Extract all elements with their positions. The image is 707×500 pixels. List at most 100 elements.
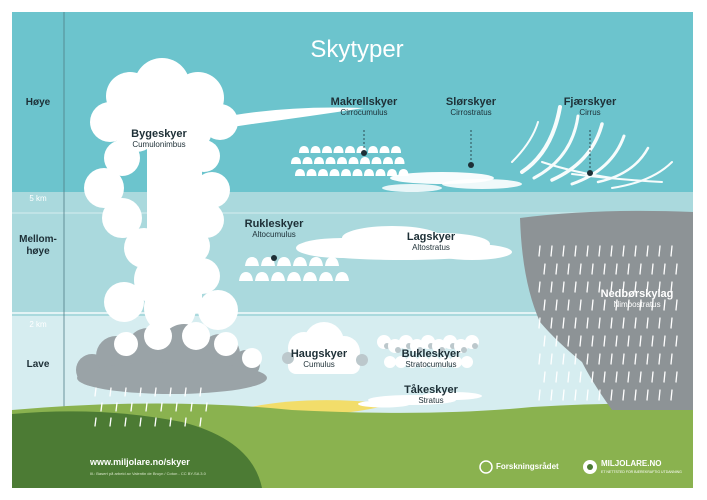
rain-streak (562, 281, 565, 293)
cirrocumulus-puff (318, 169, 328, 176)
altocumulus-puff (245, 257, 259, 266)
rain-streak (658, 245, 661, 257)
rain-streak (615, 335, 618, 347)
rain-streak (622, 317, 625, 329)
rain-streak (124, 417, 127, 427)
rain-streak (567, 371, 570, 383)
rain-streak (663, 335, 666, 347)
rain-streak (646, 245, 649, 257)
rain-streak (555, 335, 558, 347)
footer-credit: Ill.: Basert på arbeid av Valentin de Br… (90, 471, 206, 476)
cirrocumulus-puff (391, 146, 401, 153)
rain-streak (591, 335, 594, 347)
rain-streak (579, 299, 582, 311)
rain-streak (574, 317, 577, 329)
label-nimbostratus: Nedbørskylag Nimbostratus (600, 288, 674, 309)
cumulonimbus-cloud (84, 58, 364, 334)
cirrocumulus-puff (322, 146, 332, 153)
rain-streak (627, 371, 630, 383)
rain-streak (670, 281, 673, 293)
stratocumulus-puff (439, 356, 451, 368)
rain-streak (651, 335, 654, 347)
altocumulus-puff (277, 257, 291, 266)
label-altostratus: Lagskyer Altostratus (406, 231, 456, 252)
altocumulus-puff (239, 272, 253, 281)
stratocumulus-shade (472, 343, 478, 349)
rain-streak (555, 299, 558, 311)
rain-streak (615, 371, 618, 383)
rain-streak (574, 245, 577, 257)
rain-streak (675, 299, 678, 311)
cirrocumulus-puff (352, 169, 363, 176)
altocumulus-puff (287, 272, 301, 281)
rain-streak (538, 317, 541, 329)
rain-streak (670, 389, 673, 401)
rain-streak (646, 317, 649, 329)
cirrocumulus-puff (387, 169, 397, 176)
rain-streak (639, 299, 642, 311)
cirrostratus-cloud (382, 172, 522, 192)
rain-streak (603, 263, 606, 275)
altocumulus-puff (293, 257, 307, 266)
rain-streak (543, 335, 546, 347)
rain-streak (639, 263, 642, 275)
label-cirrocumulus: Makrellskyer Cirrocumulus (330, 96, 398, 117)
rain-streak (538, 281, 541, 293)
cloud-types-poster: Skytyper Høye 5 km Mellom- høye 2 km Lav… (12, 12, 693, 488)
stratocumulus-puff (461, 356, 473, 368)
rain-streak (610, 353, 613, 365)
rain-streak (651, 299, 654, 311)
rain-streak (639, 335, 642, 347)
cirrocumulus-puff (394, 157, 405, 164)
rain-streak (675, 371, 678, 383)
rain-streak (670, 317, 673, 329)
rain-streak (646, 353, 649, 365)
rain-streak (579, 263, 582, 275)
rain-streak (567, 263, 570, 275)
cirrocumulus-puff (379, 146, 390, 153)
cirrocumulus-puff (299, 146, 309, 153)
rain-streak (663, 299, 666, 311)
label-cirrus: Fjærskyer Cirrus (563, 96, 617, 117)
rain-streak (615, 263, 618, 275)
label-altocumulus: Rukleskyer Altocumulus (244, 218, 304, 239)
rain-streak (591, 371, 594, 383)
cirrocumulus-puff (325, 157, 336, 164)
rain-streak (154, 417, 157, 427)
level-mid-line2: høye (26, 246, 50, 257)
rain-streak (555, 371, 558, 383)
rain-streak (634, 389, 637, 401)
poster-illustration (12, 12, 693, 488)
logo-forskningsradet: Forskningsrådet (496, 462, 559, 471)
rain-streak (562, 353, 565, 365)
rain-streak (124, 387, 127, 397)
cirrocumulus-puff (364, 169, 374, 176)
rain-streak (627, 299, 630, 311)
label-stratus: Tåkeskyer Stratus (404, 384, 458, 405)
rain-streak (115, 402, 118, 412)
poster-title: Skytyper (310, 36, 404, 63)
rain-streak (603, 335, 606, 347)
rain-streak (663, 263, 666, 275)
stratocumulus-puff (450, 356, 462, 368)
rain-streak (169, 417, 172, 427)
cirrocumulus-puff (341, 169, 351, 176)
rain-streak (598, 245, 601, 257)
rain-streak (658, 389, 661, 401)
stratocumulus-shade (417, 347, 423, 353)
cirrocumulus-marker (361, 150, 367, 156)
level-mid-label: Mellom- høye (19, 234, 57, 258)
rain-streak (199, 387, 202, 397)
rain-streak (610, 317, 613, 329)
altitude-2km-label: 2 km (29, 320, 47, 329)
rain-streak (658, 353, 661, 365)
rain-streak (154, 387, 157, 397)
rain-streak (591, 263, 594, 275)
footer-url-link[interactable]: www.miljolare.no/skyer (90, 457, 190, 467)
rain-streak (139, 387, 142, 397)
rain-streak (634, 281, 637, 293)
label-cumulonimbus: Bygeskyer Cumulonimbus (131, 128, 187, 149)
rain-streak (145, 402, 148, 412)
rain-streak (627, 335, 630, 347)
rain-streak (175, 402, 178, 412)
